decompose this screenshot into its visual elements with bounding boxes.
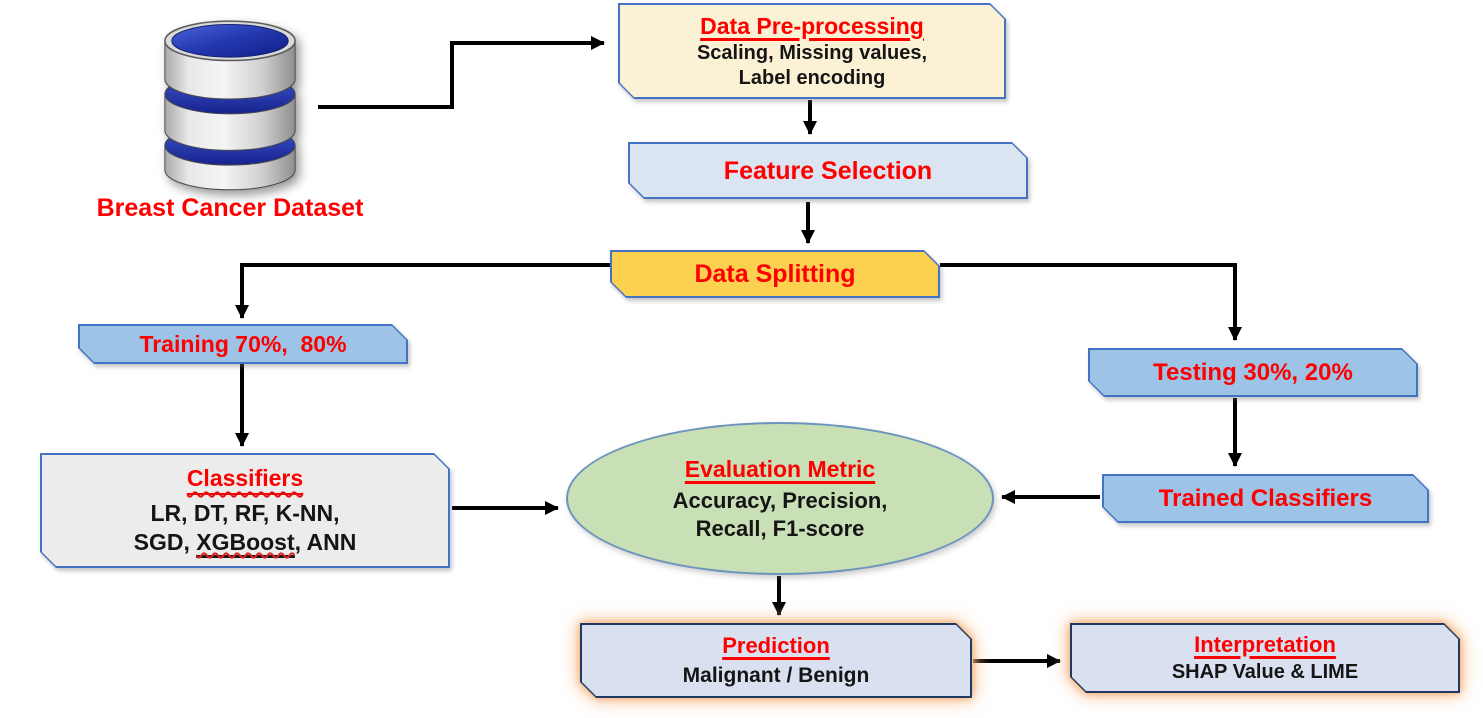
node-training: Training 70%, 80% [78,324,408,364]
training-title: Training 70%, 80% [139,330,347,357]
node-evaluation-metric: Evaluation Metric Accuracy, Precision, R… [566,422,994,575]
node-feature-selection: Feature Selection [628,142,1028,199]
testing-title: Testing 30%, 20% [1153,359,1353,386]
classifiers-title: Classifiers [187,464,303,495]
node-trained-classifiers: Trained Classifiers [1102,474,1429,523]
preprocessing-line: Scaling, Missing values, [696,41,928,64]
feature-selection-title: Feature Selection [723,156,933,185]
node-classifiers: Classifiers LR, DT, RF, K-NN, SGD, XGBoo… [40,453,450,568]
preprocessing-line: Label encoding [738,66,886,89]
evaluation-title: Evaluation Metric [684,455,876,482]
data-splitting-title: Data Splitting [694,260,856,288]
node-data-splitting: Data Splitting [610,250,940,298]
arrow-data-splitting-to-testing [940,263,1242,341]
interpretation-subtitle: SHAP Value & LIME [1171,661,1359,683]
classifiers-line1: LR, DT, RF, K-NN, [150,500,340,526]
dataset-node: Breast Cancer Dataset [60,6,400,223]
evaluation-line: Recall, F1-score [695,515,865,541]
dataset-label: Breast Cancer Dataset [96,194,364,222]
node-interpretation: Interpretation SHAP Value & LIME [1070,623,1460,693]
classifiers-line2-suffix: , ANN [294,529,357,555]
arrow-data-splitting-to-training [235,263,610,319]
node-preprocessing: Data Pre-processing Scaling, Missing val… [618,3,1006,99]
classifiers-xgboost: XGBoost [196,529,294,558]
node-prediction: Prediction Malignant / Benign [580,623,972,698]
preprocessing-title: Data Pre-processing [700,12,924,39]
trained-classifiers-title: Trained Classifiers [1158,485,1373,512]
prediction-subtitle: Malignant / Benign [682,664,870,687]
interpretation-title: Interpretation [1194,632,1336,657]
database-icon [164,20,296,191]
classifiers-line2: SGD, XGBoost, ANN [134,528,357,557]
prediction-title: Prediction [722,633,830,658]
node-testing: Testing 30%, 20% [1088,348,1418,397]
evaluation-line: Accuracy, Precision, [672,487,888,513]
classifiers-line2-prefix: SGD, [133,529,197,555]
